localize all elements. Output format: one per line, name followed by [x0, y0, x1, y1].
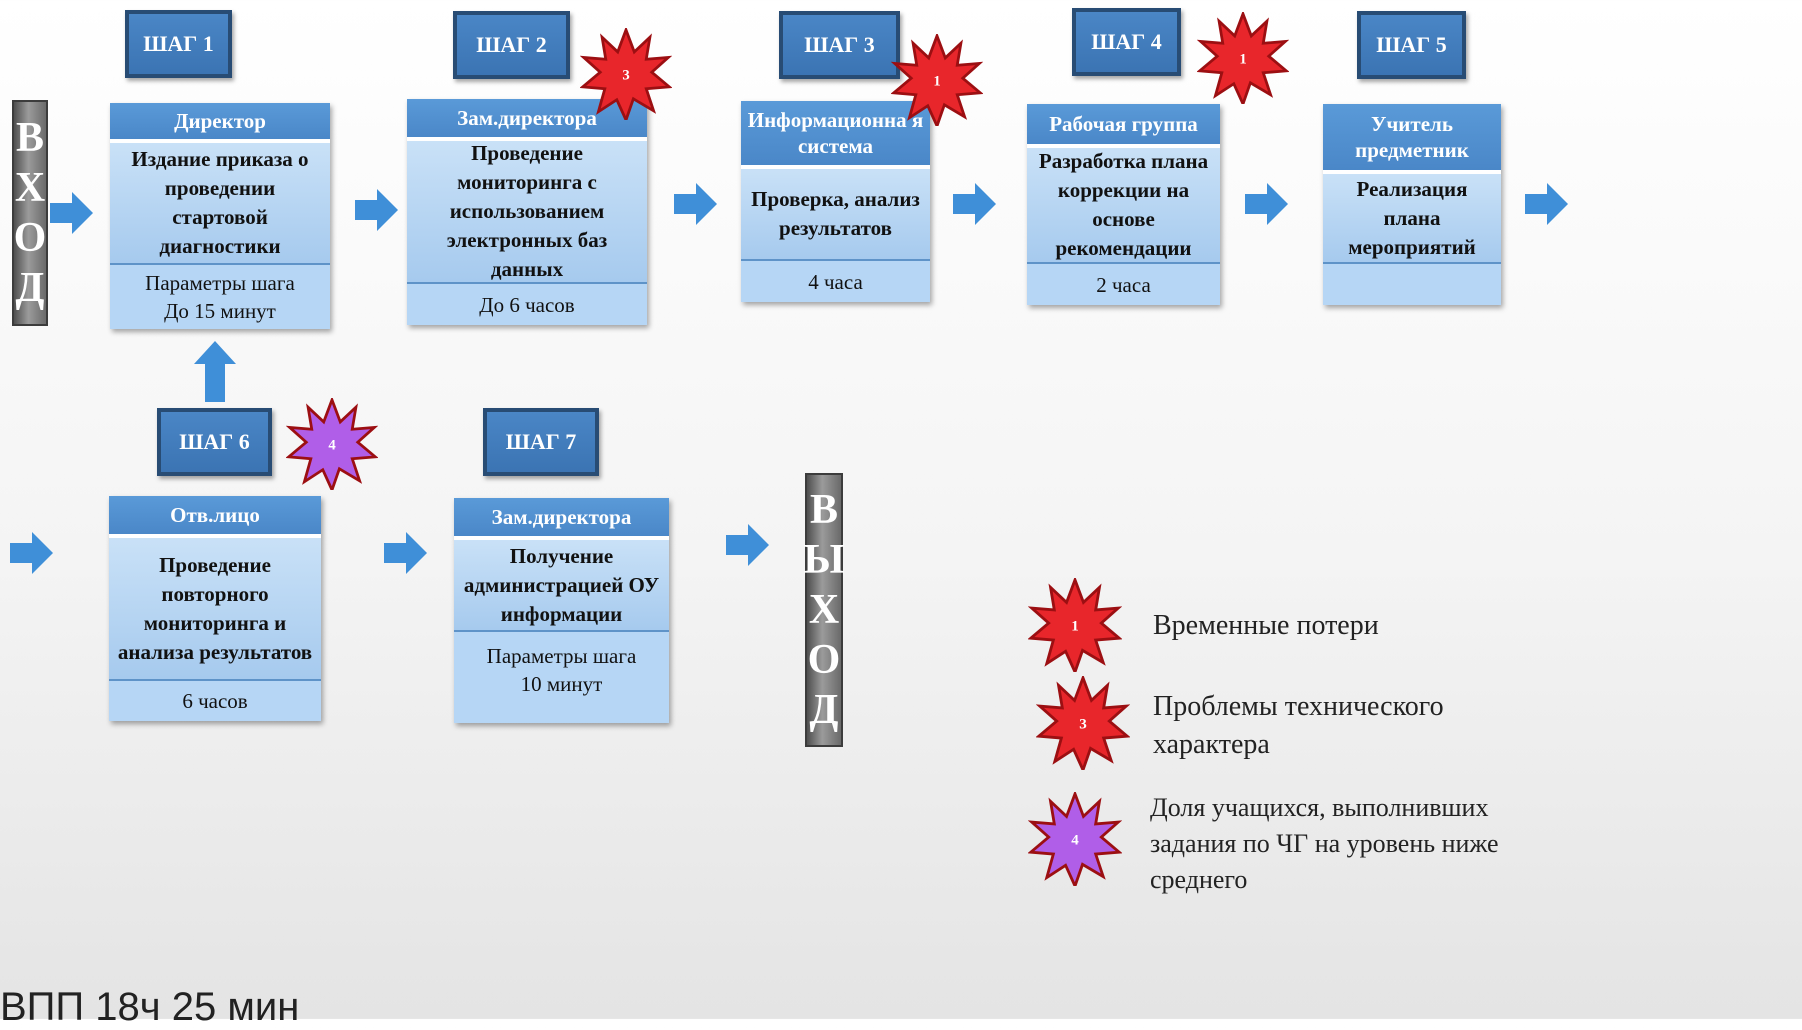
step-3-badge-number: 1	[933, 74, 940, 90]
step-7-action: Получение администрацией ОУ информации	[454, 540, 669, 632]
exit-letter: Х	[808, 587, 840, 633]
legend-star-icon: 3	[1036, 676, 1130, 770]
step-3-action: Проверка, анализ результатов	[741, 169, 930, 261]
legend-star-icon: 4	[1028, 792, 1122, 886]
step-6-params: 6 часов	[109, 681, 321, 721]
exit-letter: О	[807, 637, 841, 683]
step-3-params: 4 часа	[741, 261, 930, 302]
arrow-right-icon	[674, 183, 717, 225]
step-5-action: Реализация плана мероприятий	[1323, 174, 1501, 264]
step-1-action: Издание приказа о проведении стартовой д…	[110, 143, 330, 265]
step-6-badge-star-icon: 4	[286, 398, 378, 490]
arrow-right-icon	[10, 532, 53, 574]
legend-text: Проблемы технического характера	[1153, 691, 1444, 760]
step-6-card: Отв.лицо Проведение повторного мониторин…	[109, 496, 321, 721]
step-4-role: Рабочая группа	[1027, 104, 1220, 148]
arrow-up-icon	[194, 341, 236, 402]
arrow-right-icon	[1525, 183, 1568, 225]
step-3-label: ШАГ 3	[779, 11, 900, 79]
arrow-right-icon	[355, 189, 398, 231]
exit-letter: Ы	[803, 537, 845, 583]
step-2-params: До 6 часов	[407, 284, 647, 325]
step-6-role: Отв.лицо	[109, 496, 321, 538]
step-6-badge-number: 4	[328, 438, 336, 454]
arrow-right-icon	[726, 524, 769, 566]
legend-badge-number: 4	[1071, 833, 1079, 849]
legend-text: Временные потери	[1153, 610, 1379, 641]
step-1-role: Директор	[110, 103, 330, 143]
exit-letter: В	[809, 487, 838, 533]
arrow-right-icon	[384, 532, 427, 574]
legend-badge-number: 3	[1079, 717, 1087, 733]
step-4-card: Рабочая группа Разработка плана коррекци…	[1027, 104, 1220, 305]
step-2-badge-star-icon: 3	[580, 28, 672, 120]
step-2-card: Зам.директора Проведение мониторинга с и…	[407, 99, 647, 325]
arrow-right-icon	[953, 183, 996, 225]
legend-badge-number: 1	[1071, 619, 1079, 635]
step-4-params: 2 часа	[1027, 264, 1220, 305]
step-3-role: Информационна я система	[741, 101, 930, 169]
step-5-params	[1323, 264, 1501, 305]
step-6-label: ШАГ 6	[157, 408, 272, 476]
step-7-label: ШАГ 7	[483, 408, 599, 476]
step-1-params: Параметры шага До 15 минут	[110, 265, 330, 329]
entry-letter: В	[15, 115, 44, 161]
step-7-params: Параметры шага 10 минут	[454, 632, 669, 723]
step-5-role: Учитель предметник	[1323, 104, 1501, 174]
step-4-action: Разработка плана коррекции на основе рек…	[1027, 148, 1220, 264]
step-4-badge-star-icon: 1	[1197, 12, 1289, 104]
entry-letter: О	[13, 215, 47, 261]
step-2-action: Проведение мониторинга с использованием …	[407, 141, 647, 284]
step-4-badge-number: 1	[1239, 52, 1246, 68]
step-7-card: Зам.директора Получение администрацией О…	[454, 498, 669, 723]
step-1-card: Директор Издание приказа о проведении ст…	[110, 103, 330, 329]
total-time-note: ВПП 18ч 25 мин	[0, 985, 300, 1029]
arrow-right-icon	[1245, 183, 1288, 225]
step-7-role: Зам.директора	[454, 498, 669, 540]
step-5-card: Учитель предметник Реализация плана меро…	[1323, 104, 1501, 305]
entry-letter: Д	[15, 265, 45, 311]
legend-text: Доля учащихся, выполнивших задания по ЧГ…	[1150, 793, 1499, 894]
entry-bar: В Х О Д	[12, 100, 48, 326]
arrow-right-icon	[50, 192, 93, 234]
step-6-action: Проведение повторного мониторинга и анал…	[109, 538, 321, 681]
step-1-label: ШАГ 1	[125, 10, 232, 78]
step-2-badge-number: 3	[622, 68, 629, 84]
entry-letter: Х	[14, 165, 46, 211]
legend-star-icon: 1	[1028, 578, 1122, 672]
step-3-card: Информационна я система Проверка, анализ…	[741, 101, 930, 302]
step-4-label: ШАГ 4	[1072, 8, 1181, 76]
step-2-label: ШАГ 2	[453, 11, 570, 79]
step-3-badge-star-icon: 1	[891, 34, 983, 126]
exit-letter: Д	[809, 687, 839, 733]
step-5-label: ШАГ 5	[1357, 11, 1466, 79]
exit-bar: В Ы Х О Д	[803, 473, 845, 747]
